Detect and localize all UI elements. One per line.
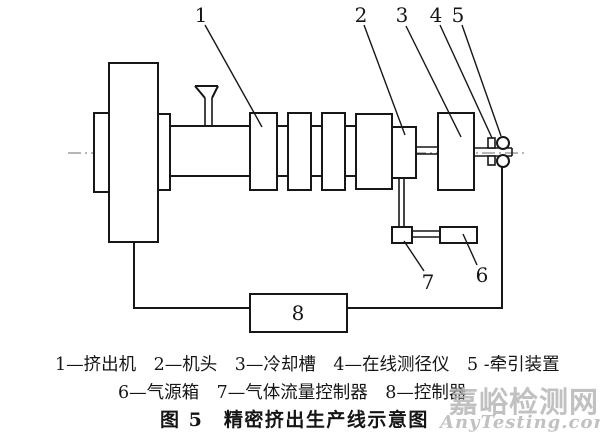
- gas-pipe-vertical: [398, 178, 405, 227]
- leader-line-2: [363, 24, 406, 136]
- legend-line-1: 1—挤出机 2—机头 3—冷却槽 4—在线测径仪 5 -牵引装置: [55, 355, 560, 375]
- leader-line-5: [461, 24, 502, 137]
- cooling-tank: [437, 112, 475, 191]
- haul-off-rollers: [496, 136, 510, 168]
- gas-source-box: [439, 226, 478, 244]
- leader-line-1: [204, 24, 263, 128]
- die-head: [391, 126, 417, 179]
- gas-pipe-horizontal: [412, 230, 440, 238]
- part-label-4: 4: [430, 3, 443, 27]
- control-loop-right-line: [347, 167, 503, 309]
- leader-line-4: [439, 24, 493, 139]
- extruder-body: [108, 62, 159, 243]
- leader-line-7: [403, 240, 425, 272]
- part-label-3: 3: [396, 3, 409, 27]
- part-label-5: 5: [452, 3, 465, 27]
- barrel-zone-block-1: [249, 112, 278, 191]
- watermark-site-url: AnyTesting.com: [438, 412, 600, 433]
- controller-box-label: 8: [292, 301, 305, 325]
- part-label-6: 6: [476, 263, 489, 287]
- gas-flow-controller: [391, 226, 413, 244]
- diameter-gauge: [487, 137, 496, 166]
- product-line-connector: [416, 146, 438, 155]
- legend-line-2: 6—气源箱 7—气体流量控制器 8—控制器: [118, 383, 466, 403]
- part-label-1: 1: [195, 3, 208, 27]
- product-exit-bar: [474, 147, 513, 157]
- part-label-7: 7: [422, 270, 435, 294]
- control-loop-left-line: [133, 242, 250, 309]
- extruder-rear-block: [93, 112, 111, 193]
- barrel-zone-block-2: [287, 112, 312, 191]
- leader-line-3: [405, 25, 462, 138]
- extruder-flange: [157, 113, 171, 191]
- figure-title: 图 5 精密挤出生产线示意图: [160, 408, 429, 431]
- watermark-site-name: 嘉峪检测网: [449, 385, 599, 419]
- barrel-zone-block-3: [321, 112, 346, 191]
- barrel-zone-block-4: [355, 113, 393, 190]
- part-label-2: 2: [355, 3, 368, 27]
- leader-line-6: [462, 233, 478, 266]
- controller-box: [249, 293, 348, 333]
- feed-hopper: [194, 85, 219, 126]
